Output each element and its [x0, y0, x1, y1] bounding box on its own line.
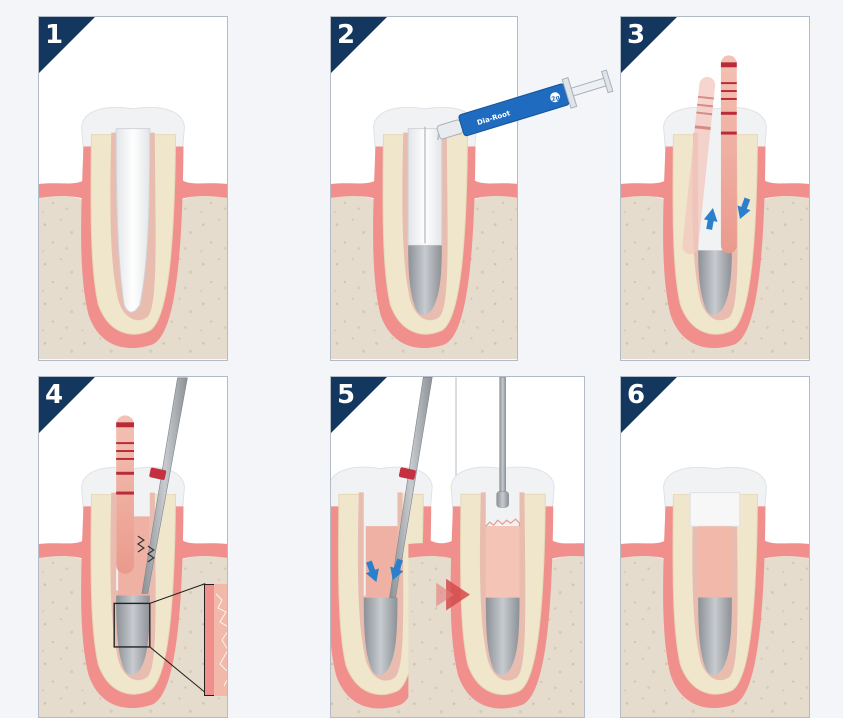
panel-step-1: 1	[38, 16, 228, 361]
step-number-badge: 6	[621, 377, 677, 433]
step-number-badge: 3	[621, 17, 677, 73]
step-number-badge: 4	[39, 377, 95, 433]
step-number: 5	[337, 381, 355, 409]
step-number: 4	[45, 381, 63, 409]
panel-step-3: 3	[620, 16, 810, 361]
magnified-inset	[204, 584, 228, 696]
step-number: 3	[627, 21, 645, 49]
panel-step-4: 4	[38, 376, 228, 718]
step-number: 6	[627, 381, 645, 409]
step-number: 1	[45, 21, 63, 49]
syringe: Dia-Root 2g	[420, 30, 620, 140]
step-number-badge: 2	[331, 17, 387, 73]
panel-step-6: 6	[620, 376, 810, 718]
step-number: 2	[337, 21, 355, 49]
step-number-badge: 1	[39, 17, 95, 73]
step-number-badge: 5	[331, 377, 387, 433]
panel-step-5: 5	[330, 376, 585, 718]
